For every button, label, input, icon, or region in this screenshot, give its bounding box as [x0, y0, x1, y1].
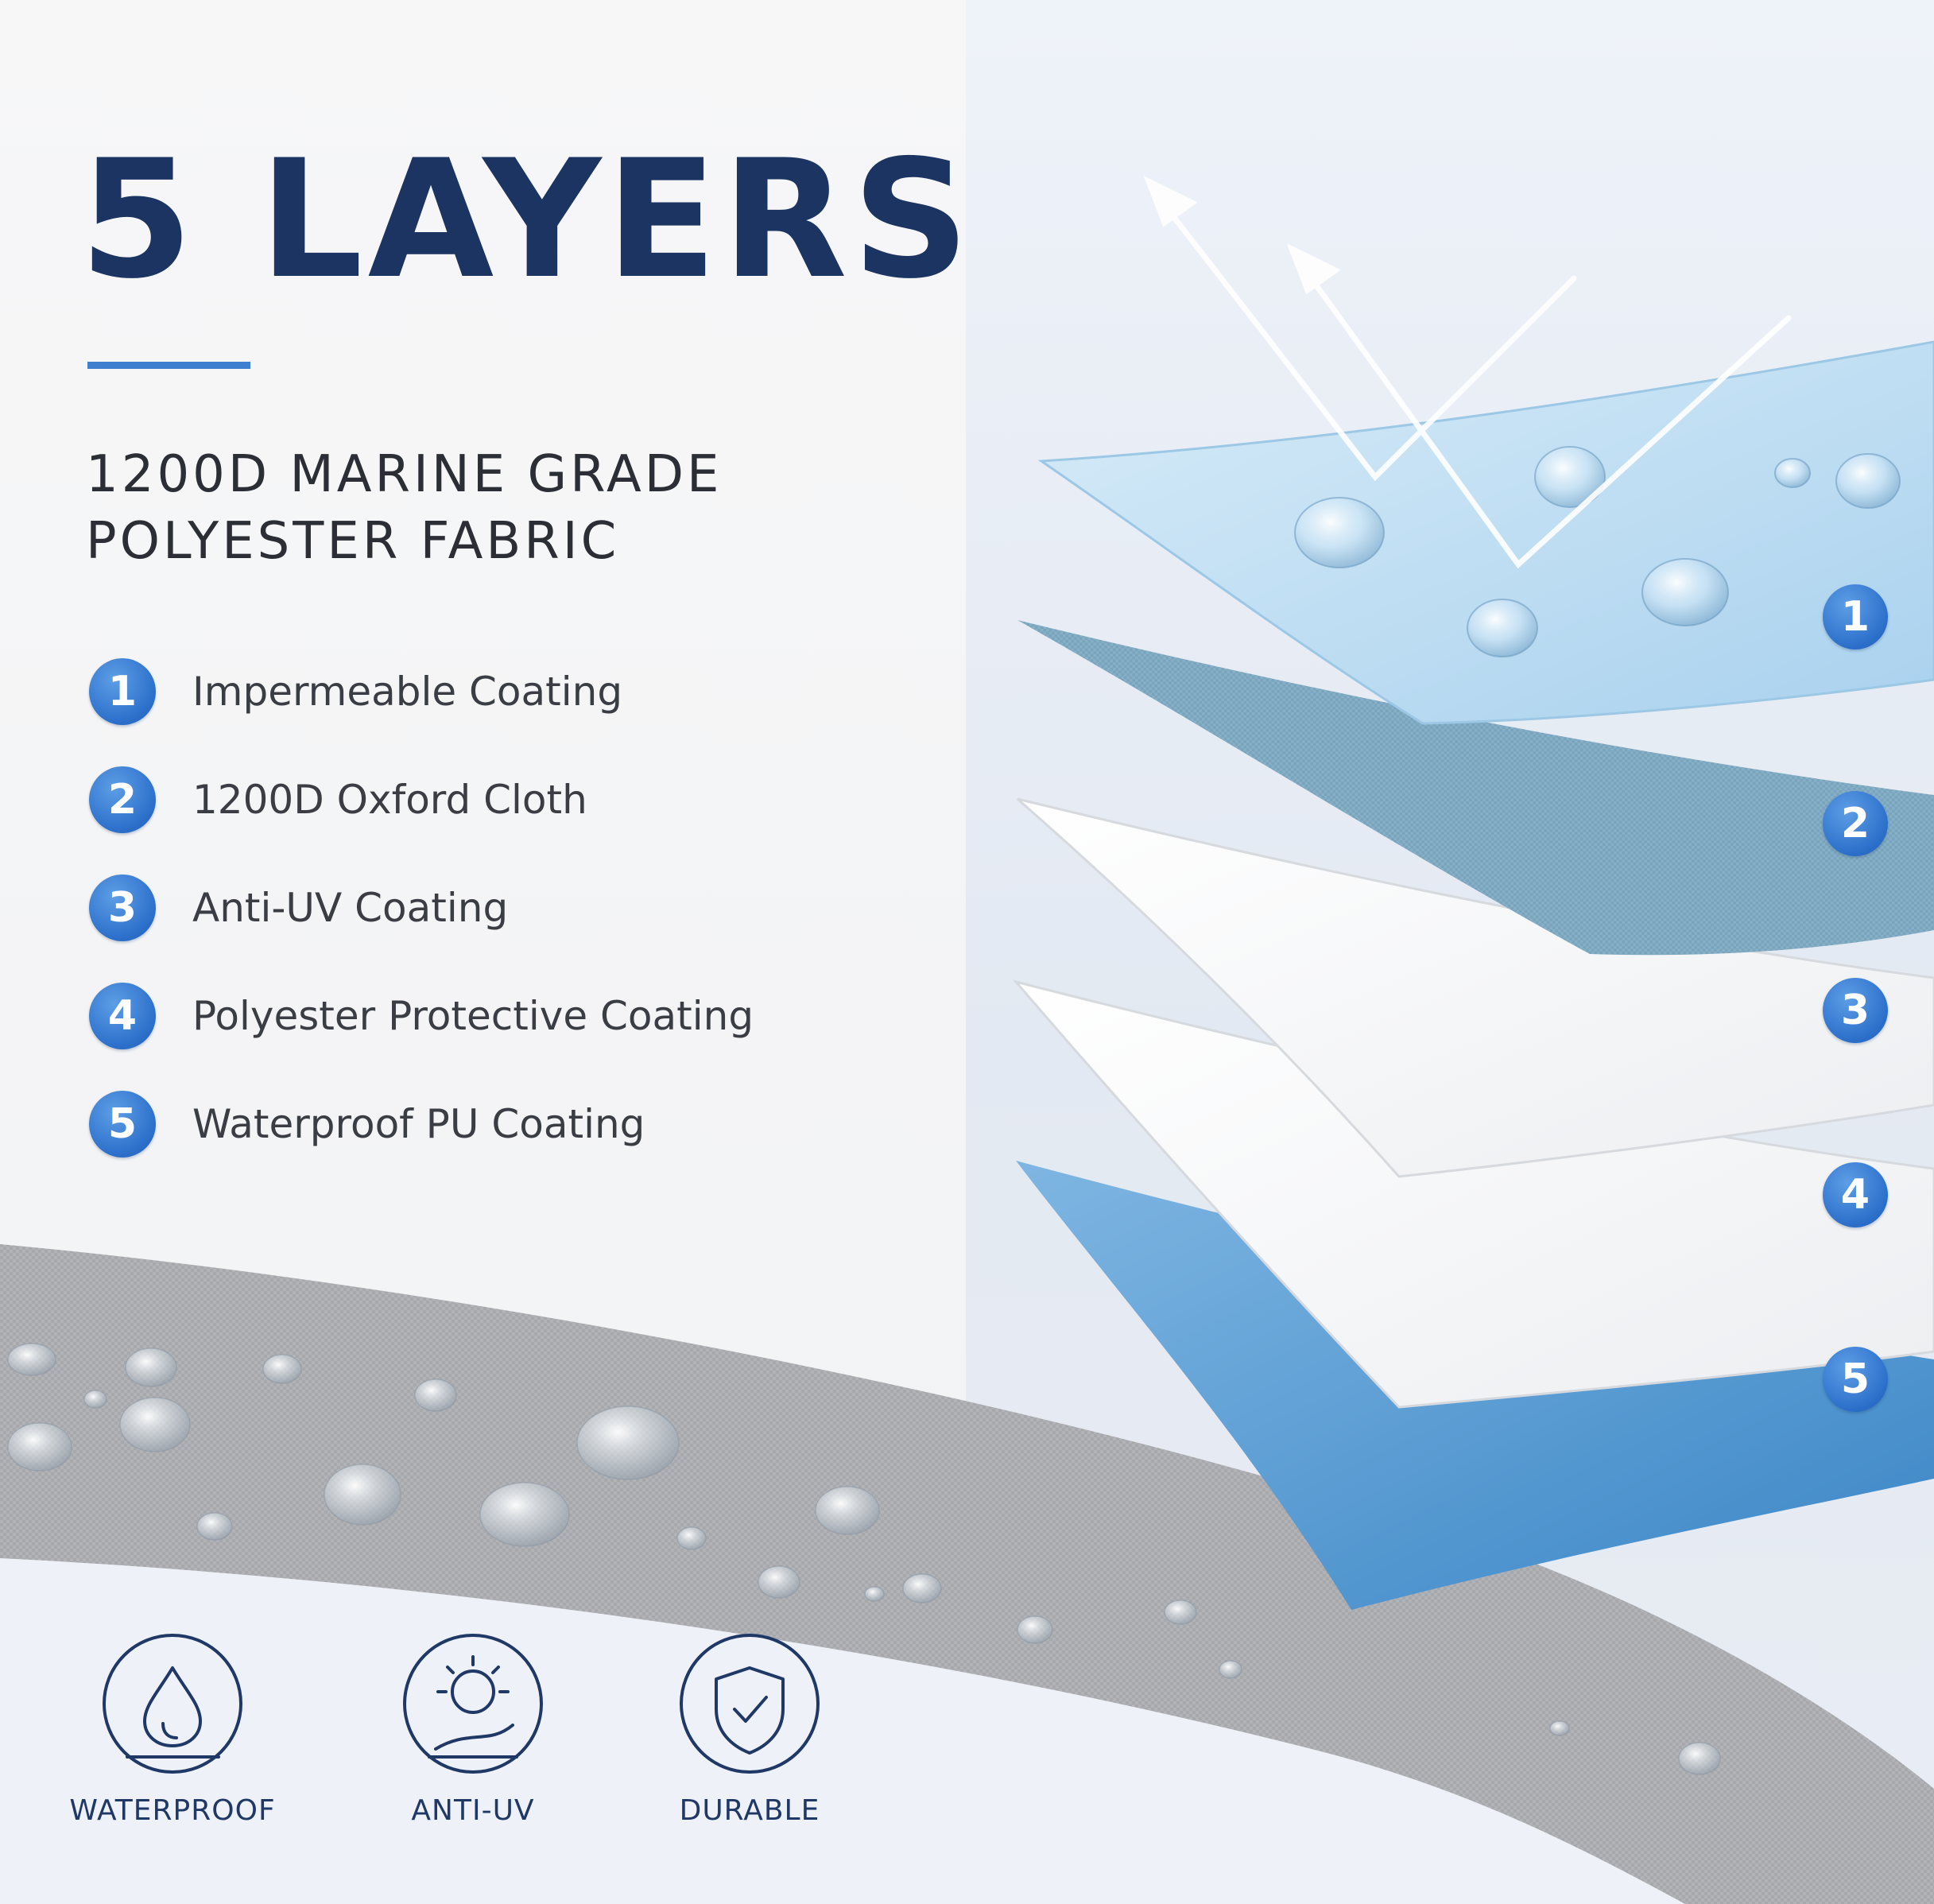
feature-label: ANTI-UV	[411, 1794, 535, 1827]
list-item: 1 Impermeable Coating	[89, 656, 622, 727]
bottom-banner-shape	[0, 1558, 1685, 1904]
surface-water-droplets	[1294, 446, 1901, 657]
layer-marker-5: 5	[1823, 1347, 1888, 1412]
layer-label: Waterproof PU Coating	[192, 1101, 645, 1147]
feature-label: DURABLE	[679, 1794, 820, 1827]
number-badge: 4	[89, 983, 156, 1049]
feature-icon-ring	[103, 1634, 242, 1774]
feature-durable: DURABLE	[630, 1634, 869, 1827]
layer-marker-3: 3	[1823, 978, 1888, 1043]
subtitle-line-2: POLYESTER FABRIC	[86, 512, 620, 571]
number-badge: 1	[89, 658, 156, 725]
layer-label: Anti-UV Coating	[192, 885, 509, 931]
fabric-layer-3	[1017, 797, 1934, 1178]
number-badge: 3	[89, 874, 156, 941]
breathable-arrows	[1143, 175, 1792, 569]
layer-marker-2: 2	[1823, 791, 1888, 856]
subtitle-line-1: 1200D MARINE GRADE	[86, 445, 723, 504]
feature-anti-uv: ANTI-UV	[354, 1634, 592, 1827]
number-badge: 5	[89, 1091, 156, 1158]
fabric-layer-2	[1017, 620, 1934, 956]
layer-label: Impermeable Coating	[192, 669, 623, 715]
feature-icon-ring	[403, 1634, 543, 1774]
number-badge: 2	[89, 766, 156, 833]
fabric-water-droplets	[7, 1343, 1721, 1775]
list-item: 4 Polyester Protective Coating	[89, 980, 754, 1052]
feature-label: WATERPROOF	[69, 1794, 276, 1827]
layer-label: 1200D Oxford Cloth	[192, 777, 587, 823]
feature-waterproof: WATERPROOF	[53, 1634, 292, 1827]
headline: 5 LAYERS	[79, 126, 975, 315]
list-item: 5 Waterproof PU Coating	[89, 1088, 645, 1160]
layer-label: Polyester Protective Coating	[192, 993, 754, 1039]
list-item: 3 Anti-UV Coating	[89, 872, 508, 944]
headline-underline	[87, 362, 250, 369]
feature-icon-ring	[680, 1634, 820, 1774]
subtitle: 1200D MARINE GRADE POLYESTER FABRIC	[86, 441, 944, 575]
layer-marker-1: 1	[1823, 584, 1888, 650]
layer-marker-4: 4	[1823, 1162, 1888, 1227]
list-item: 2 1200D Oxford Cloth	[89, 764, 587, 836]
